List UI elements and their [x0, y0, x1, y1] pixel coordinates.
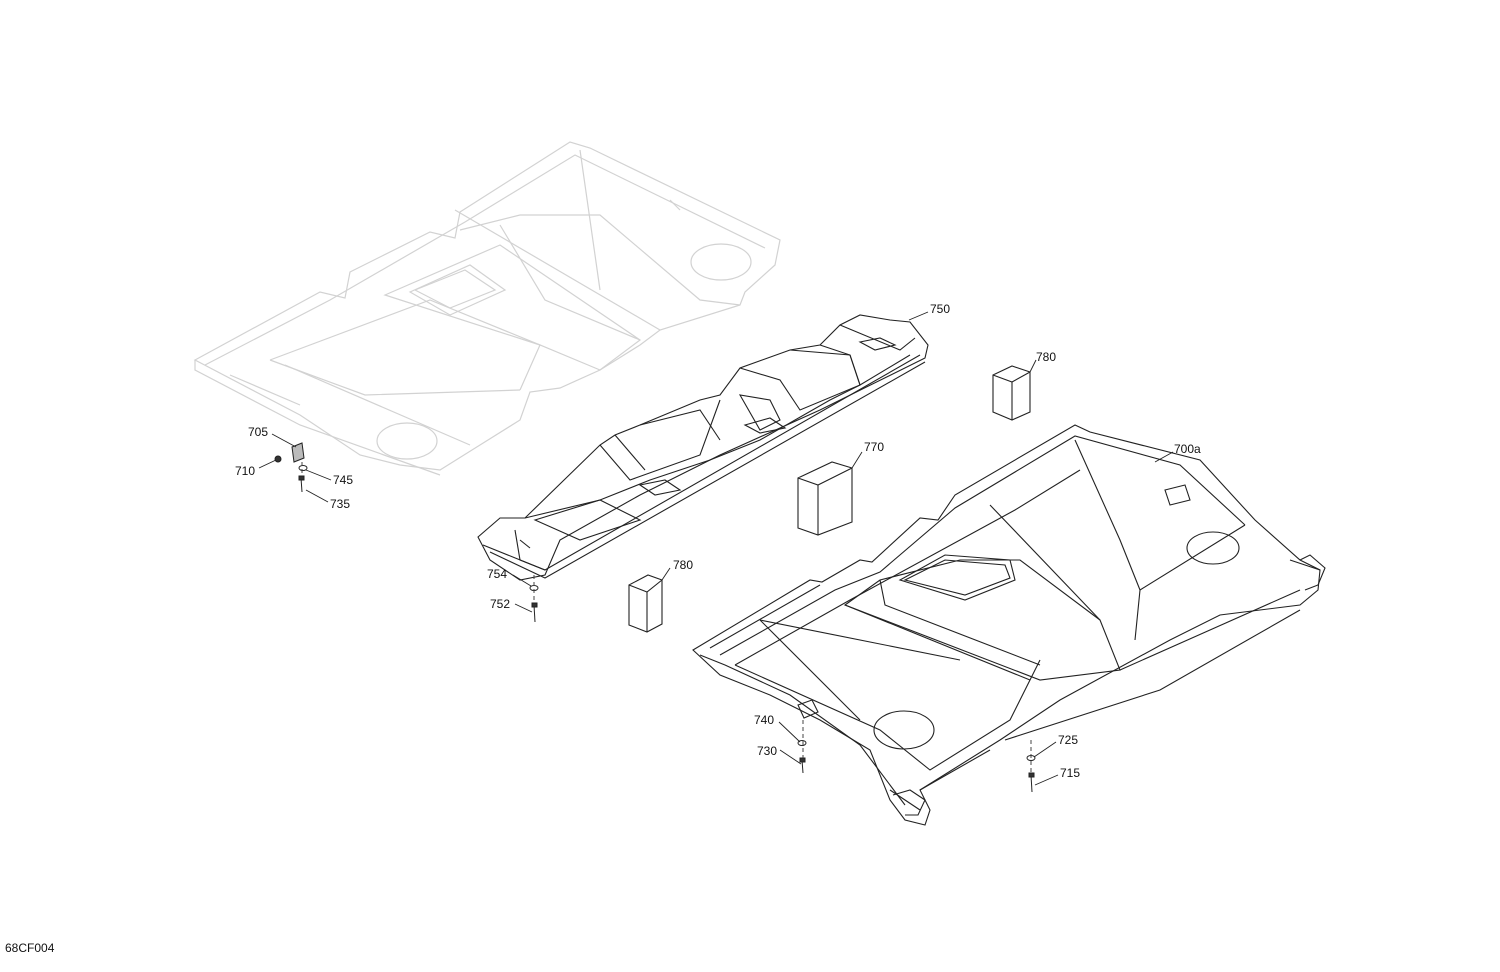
callout-745: 745	[333, 473, 354, 487]
callout-750: 750	[930, 302, 951, 316]
panel-750	[477, 314, 929, 581]
ghost-roof-panel	[193, 141, 781, 476]
callout-710: 710	[235, 464, 256, 478]
block-780-bottom	[628, 574, 663, 633]
callout-752: 752	[490, 597, 511, 611]
block-770	[797, 461, 853, 536]
callout-725: 725	[1058, 733, 1079, 747]
block-780-top	[992, 365, 1031, 421]
callout-740: 740	[754, 713, 775, 727]
callout-780-bottom: 780	[673, 558, 694, 572]
callout-754: 754	[487, 567, 508, 581]
callout-715: 715	[1060, 766, 1081, 780]
callout-770: 770	[864, 440, 885, 454]
drawing-code: 68CF004	[5, 941, 55, 955]
callout-700a: 700a	[1174, 442, 1201, 456]
callout-730: 730	[757, 744, 778, 758]
callout-735: 735	[330, 497, 351, 511]
callout-780-top: 780	[1036, 350, 1057, 364]
leader-lines	[258, 311, 1174, 786]
roof-panel-700a	[692, 424, 1326, 826]
assembly-lines	[301, 462, 1032, 773]
callout-705: 705	[248, 425, 269, 439]
